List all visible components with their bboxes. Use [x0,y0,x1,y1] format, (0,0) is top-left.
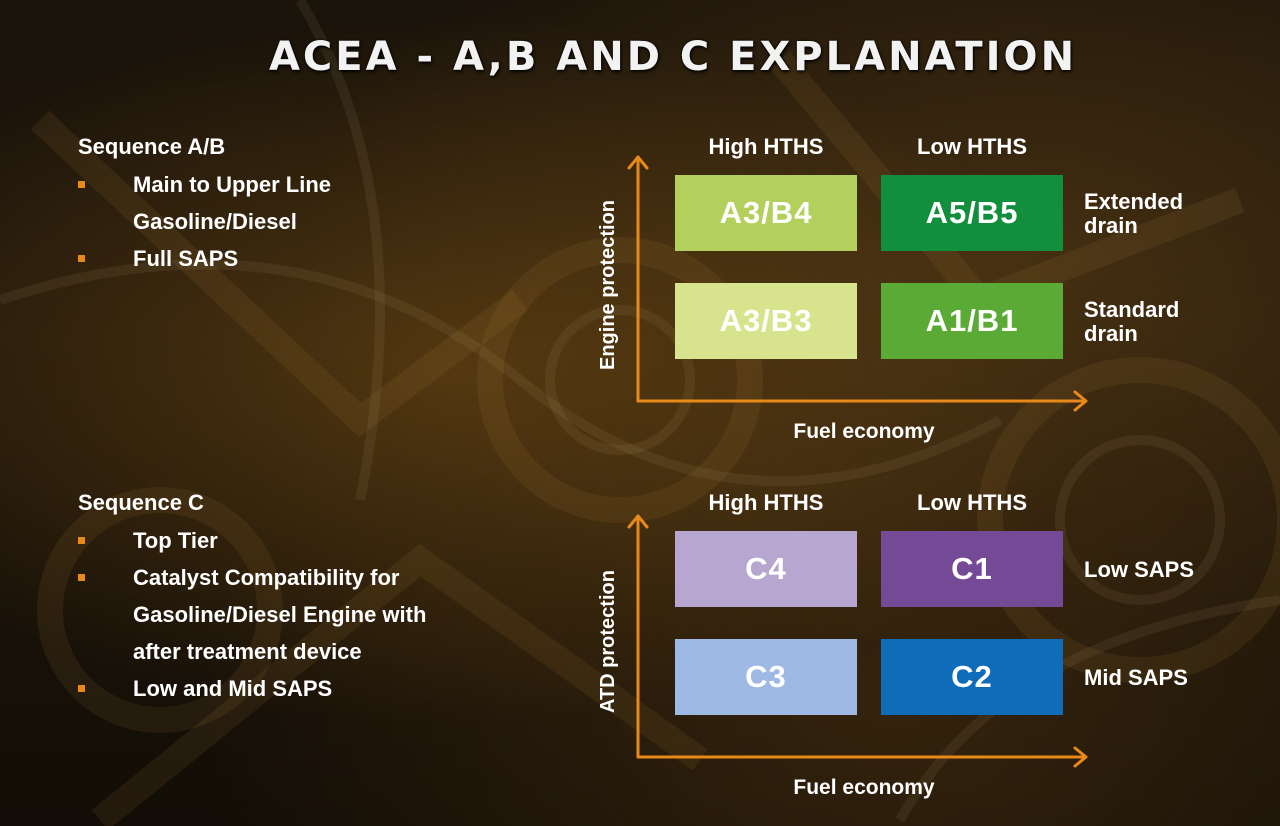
c-x-axis-label: Fuel economy [793,776,935,799]
ab-y-axis-arrow [627,155,649,403]
sequence-c-block: Sequence C Top Tier Catalyst Compatibili… [78,490,426,707]
page-title: ACEA - A,B AND C EXPLANATION [268,34,1078,80]
sequence-ab-heading: Sequence A/B [78,134,226,159]
grade-box-c1: C1 [881,531,1063,607]
list-item-text: after treatment device [133,639,362,664]
list-item: Full SAPS [78,240,331,277]
row-label-line: Extended [1084,189,1184,214]
list-item: Catalyst Compatibility for Gasoline/Dies… [78,559,426,670]
grade-box-a1-b1: A1/B1 [881,283,1063,359]
ab-x-axis-label: Fuel economy [793,420,935,443]
list-item-text: Low and Mid SAPS [133,676,333,701]
list-item-text: Full SAPS [133,246,239,271]
c-y-axis-arrow [627,514,649,759]
row-label-low-saps: Low SAPS [1084,558,1194,582]
list-item: Main to Upper Line Gasoline/Diesel [78,166,331,240]
bullet-icon [78,255,85,262]
ab-x-axis-arrow [636,390,1088,412]
row-label-line: drain [1084,321,1138,346]
list-item: Low and Mid SAPS [78,670,426,707]
sequence-ab-block: Sequence A/B Main to Upper Line Gasoline… [78,134,331,277]
grade-box-a5-b5: A5/B5 [881,175,1063,251]
bullet-icon [78,685,85,692]
row-label-line: Low SAPS [1084,557,1195,582]
bullet-icon [78,574,85,581]
ab-col-header-low-hths: Low HTHS [917,134,1027,159]
c-x-axis-arrow [636,746,1088,768]
ab-y-axis-label: Engine protection [597,200,619,370]
list-item-text: Main to Upper Line [133,172,331,197]
row-label-extended-drain: Extended drain [1084,190,1183,238]
sequence-ab-list: Main to Upper Line Gasoline/Diesel Full … [78,166,331,277]
bullet-icon [78,181,85,188]
grade-box-a3-b3: A3/B3 [675,283,857,359]
row-label-mid-saps: Mid SAPS [1084,666,1188,690]
ab-col-header-high-hths: High HTHS [708,134,824,159]
sequence-c-list: Top Tier Catalyst Compatibility for Gaso… [78,522,426,707]
row-label-standard-drain: Standard drain [1084,298,1179,346]
list-item-text: Gasoline/Diesel [133,209,297,234]
row-label-line: Standard [1084,297,1180,322]
grade-box-c4: C4 [675,531,857,607]
c-col-header-high-hths: High HTHS [708,490,824,515]
list-item: Top Tier [78,522,426,559]
c-y-axis-label: ATD protection [597,570,619,713]
grade-box-c3: C3 [675,639,857,715]
c-col-header-low-hths: Low HTHS [917,490,1027,515]
bullet-icon [78,537,85,544]
row-label-line: Mid SAPS [1084,665,1188,690]
list-item-text: Gasoline/Diesel Engine with [133,602,427,627]
grade-box-a3-b4: A3/B4 [675,175,857,251]
grade-box-c2: C2 [881,639,1063,715]
sequence-c-heading: Sequence C [78,490,204,515]
list-item-text: Catalyst Compatibility for [133,565,400,590]
list-item-text: Top Tier [133,528,218,553]
row-label-line: drain [1084,213,1138,238]
